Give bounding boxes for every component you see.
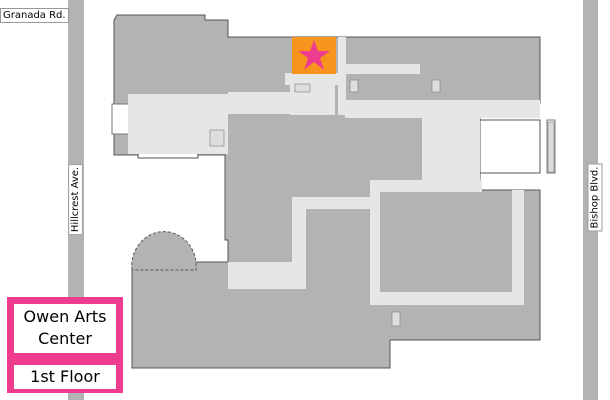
stairs [209,79,555,327]
building-title-panel: Owen Arts Center 1st Floor [7,297,123,393]
east-courtyard [479,119,541,174]
floor-label: 1st Floor [14,365,116,389]
street-label-bishop: Bishop Blvd. [587,163,603,232]
building-name: Owen Arts Center [14,304,116,353]
street-label-granada: Granada Rd. [0,8,69,23]
star-icon [298,40,330,70]
south-rotunda [131,231,197,271]
street-label-hillcrest: Hillcrest Ave. [68,163,84,236]
corridors [128,37,540,305]
